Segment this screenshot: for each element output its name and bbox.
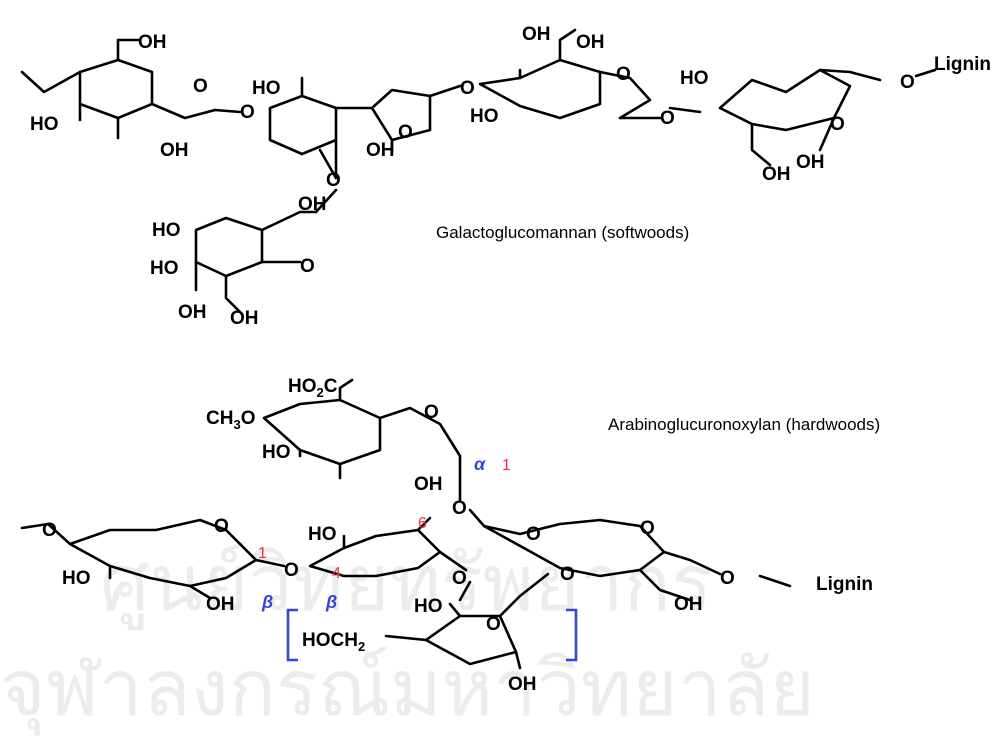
ggm-o-ring3: O: [616, 64, 631, 85]
agx-o-ring-b: O: [452, 568, 467, 589]
ggm-ring-3: [370, 88, 432, 142]
ggm-ring-5: [718, 68, 852, 132]
ggm-oh-6: OH: [796, 152, 825, 173]
agx-o-ring-arab: O: [486, 614, 501, 635]
ggm-ho-1: HO: [30, 114, 59, 135]
agx-oh-3: OH: [674, 594, 703, 615]
ggm-ho-4: HO: [680, 68, 709, 89]
agx-o-link-ab: O: [284, 560, 299, 581]
ggm-ho-3: HO: [470, 106, 499, 127]
ggm-o-link3: O: [660, 108, 675, 129]
ggm-o-ring5: O: [300, 256, 315, 277]
agx-bracket-left: [286, 608, 298, 662]
ggm-oh-8: OH: [298, 194, 327, 215]
ggm-ring-1: [78, 58, 154, 120]
ggm-oh-2: OH: [160, 140, 189, 161]
ggm-o-branch: O: [326, 170, 341, 191]
agx-pos-1-alpha: 1: [502, 457, 511, 474]
ggm-o-ring2: O: [398, 122, 413, 143]
agx-xylan-ring-c: [482, 518, 666, 578]
ggm-oh-5: OH: [576, 32, 605, 53]
agx-o-lignin-link: O: [720, 568, 735, 589]
agx-hoch2: HOCH2: [302, 630, 365, 654]
agx-glucuronic-ring: [262, 398, 382, 466]
agx-o-ring1: O: [424, 402, 439, 423]
agx-pos-6: 6: [418, 515, 427, 532]
agx-ch3o: CH3O: [206, 408, 255, 432]
agx-o-link-bc: O: [526, 524, 541, 545]
agx-pos-1-beta: 1: [258, 545, 267, 562]
agx-o-link-arab: O: [560, 564, 575, 585]
ggm-galactose-ring: [194, 216, 264, 278]
ggm-oh-1: OH: [138, 32, 167, 53]
agx-oh-4: OH: [508, 674, 537, 695]
agx-o-ring-c: O: [640, 518, 655, 539]
agx-ho-1: HO: [262, 442, 291, 463]
ggm-o-link2: O: [460, 78, 475, 99]
ggm-o-ring4: O: [830, 114, 845, 135]
agx-o-start: O: [42, 520, 57, 541]
agx-o-link-alpha: O: [452, 498, 467, 519]
galactoglucomannan-structure: OH HO OH O O HO OH O O HO OH OH O O HO O…: [20, 24, 991, 329]
agx-oh-2: OH: [206, 594, 235, 615]
agx-alpha-label: α: [474, 454, 486, 474]
agx-ho2c: HO2C: [288, 376, 338, 400]
ggm-oh-9: OH: [178, 302, 207, 323]
arabinoglucuronoxylan-structure: HO2C CH3O O HO OH α 1 O O O HO OH β 1 O …: [20, 376, 880, 695]
ggm-oh-3: OH: [366, 140, 395, 161]
watermark-line-2: จุฬาลงกรณ์มหาวิทยาลัย: [0, 644, 815, 736]
agx-ho-4: HO: [414, 596, 443, 617]
agx-caption: Arabinoglucuronoxylan (hardwoods): [608, 415, 880, 434]
ggm-o-link1: O: [240, 102, 255, 123]
ggm-oh-4: OH: [522, 24, 551, 45]
agx-beta-label-2: β: [325, 592, 337, 612]
agx-oh-1: OH: [414, 474, 443, 495]
agx-lignin: Lignin: [816, 574, 873, 595]
ggm-o-lignin: O: [900, 72, 915, 93]
ggm-ring-4: [478, 58, 602, 120]
agx-o-ring-a: O: [214, 516, 229, 537]
ggm-o-ring1: O: [193, 76, 208, 97]
ggm-ho-2: HO: [252, 78, 281, 99]
ggm-oh-10: OH: [230, 308, 259, 329]
agx-ho-3: HO: [308, 524, 337, 545]
ggm-lignin: Lignin: [934, 54, 991, 75]
ggm-ring-2: [268, 94, 338, 156]
agx-beta-label-1: β: [261, 592, 273, 612]
ggm-oh-7: OH: [762, 164, 791, 185]
agx-ho-2: HO: [62, 568, 91, 589]
agx-bracket-right: [566, 608, 578, 662]
agx-pos-4: 4: [332, 565, 341, 582]
ggm-ho-5: HO: [152, 220, 181, 241]
ggm-ho-6: HO: [150, 258, 179, 279]
agx-arabinose-ring: [424, 614, 518, 666]
ggm-caption: Galactoglucomannan (softwoods): [436, 223, 689, 242]
